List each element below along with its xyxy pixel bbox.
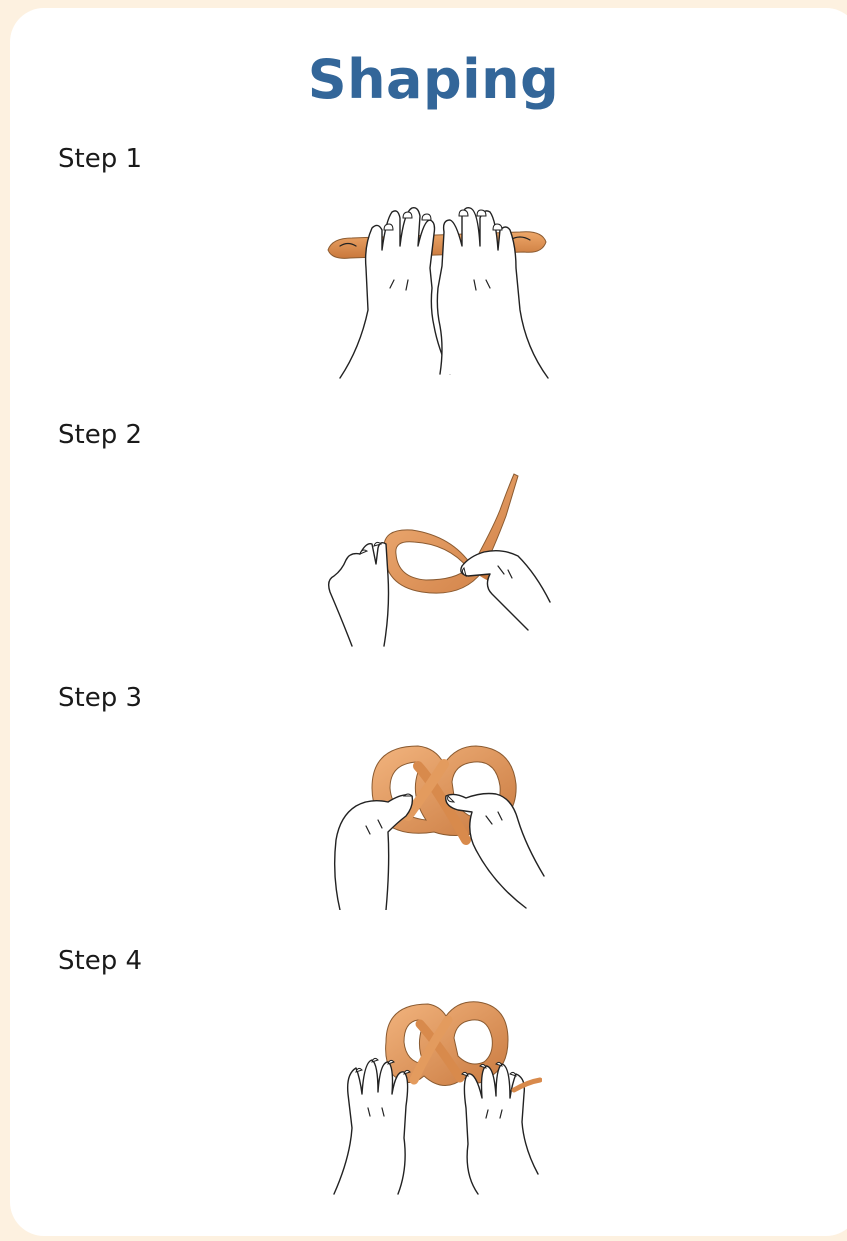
hands-rolling-dough-icon — [320, 198, 560, 380]
step-3-label: Step 3 — [58, 683, 142, 713]
step-1-label: Step 1 — [58, 144, 142, 174]
hands-crossing-pretzel-icon — [326, 736, 552, 910]
hands-twisting-rope-icon — [322, 470, 554, 648]
step-2-label: Step 2 — [58, 420, 142, 450]
hands-pressing-pretzel-icon — [328, 998, 542, 1198]
page-title: Shaping — [0, 48, 847, 111]
step-4-label: Step 4 — [58, 946, 142, 976]
